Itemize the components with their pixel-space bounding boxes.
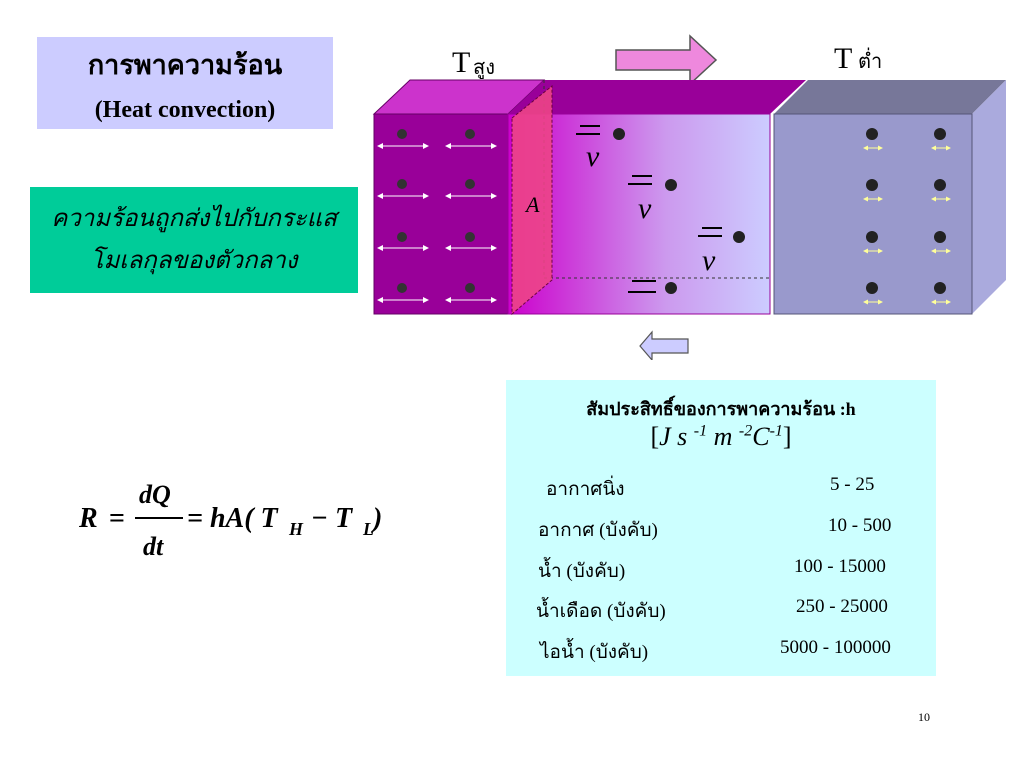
hot-molecule: [377, 129, 429, 149]
title-thai: การพาความร้อน: [87, 50, 283, 80]
velocity-symbol: v: [638, 192, 652, 225]
hot-molecules: [377, 129, 497, 303]
table-row: น้ำ (บังคับ) 100 - 15000: [506, 556, 936, 586]
area-a-label: A: [524, 192, 540, 217]
hot-molecule: [445, 129, 497, 149]
row-medium: น้ำ (บังคับ): [538, 561, 626, 582]
row-range: 10 - 500: [828, 515, 892, 536]
cold-molecule: [931, 128, 951, 151]
area-a-plane: [511, 84, 553, 316]
row-medium: อากาศ (บังคับ): [538, 520, 658, 541]
unit-s-exponent: -1: [693, 422, 708, 440]
equation-numerator: dQ: [139, 480, 171, 509]
t-high-letter: T: [452, 46, 470, 79]
page-number: 10: [918, 710, 930, 724]
cold-molecule: [863, 179, 883, 202]
unit-close-bracket: ]: [782, 422, 792, 451]
table-row: น้ำเดือด (บังคับ) 250 - 25000: [506, 596, 936, 626]
table-title: สัมประสิทธิ์ของการพาความร้อน :h: [586, 399, 856, 419]
unit-c-exponent: -1: [769, 422, 783, 440]
velocity-symbol: v: [586, 140, 600, 173]
return-flow-left-arrow: [639, 330, 689, 360]
hot-molecule: [377, 283, 429, 303]
equation-lhs: R: [78, 503, 98, 534]
unit-j-s: J s: [659, 422, 694, 451]
table-row: อากาศ (บังคับ) 10 - 500: [506, 515, 936, 545]
unit-m: m: [707, 422, 739, 451]
description-line-1: ความร้อนถูกส่งไปกับกระแส: [51, 206, 337, 232]
row-medium: อากาศนิ่ง: [546, 479, 625, 500]
hot-molecule: [445, 179, 497, 199]
unit-c: C: [752, 422, 770, 451]
flowing-molecule: v: [576, 125, 625, 173]
t-high-subscript: สูง: [473, 57, 495, 80]
table-row: อากาศนิ่ง 5 - 25: [506, 474, 936, 504]
t-low-letter: T: [834, 42, 852, 75]
cold-molecule: [863, 282, 883, 305]
row-medium: น้ำเดือด (บังคับ): [536, 601, 666, 622]
hot-molecule: [445, 283, 497, 303]
hot-molecule: [445, 232, 497, 251]
t-low-subscript: ต่ำ: [858, 47, 882, 73]
hot-block-front: [373, 113, 509, 315]
convection-equation: R = dQ dt = hA( T H − T L ): [78, 480, 382, 561]
description-box: ความร้อนถูกส่งไปกับกระแส โมเลกุลของตัวกล…: [30, 187, 358, 293]
table-row: ไอน้ำ (บังคับ) 5000 - 100000: [506, 637, 936, 667]
row-range: 100 - 15000: [794, 556, 886, 577]
hot-molecule: [377, 179, 429, 199]
convection-diagram: T สูง T ต่ำ A v v: [372, 34, 1006, 360]
cold-molecule: [931, 179, 951, 202]
cold-block-top: [774, 80, 1006, 114]
unit-m-exponent: -2: [738, 422, 753, 440]
equation-subscript-h: H: [288, 519, 304, 539]
cold-molecule: [863, 128, 883, 151]
flowing-molecule: v: [628, 175, 677, 225]
row-range: 250 - 25000: [796, 596, 888, 617]
cold-molecules: [863, 128, 951, 305]
title-box: การพาความร้อน (Heat convection): [37, 37, 333, 129]
row-range: 5000 - 100000: [780, 637, 891, 658]
cold-molecule: [931, 282, 951, 305]
equation-equals: =: [109, 503, 125, 534]
row-medium: ไอน้ำ (บังคับ): [540, 642, 649, 663]
row-range: 5 - 25: [830, 474, 875, 495]
equation-subscript-l: L: [362, 519, 374, 539]
table-unit: [J s -1 m -2C-1]: [506, 422, 936, 452]
coefficient-table: สัมประสิทธิ์ของการพาความร้อน :h [J s -1 …: [506, 380, 936, 676]
equation-close: ): [370, 503, 382, 534]
velocity-symbol: v: [702, 244, 716, 277]
middle-block-top: [508, 80, 806, 114]
unit-open-bracket: [: [650, 422, 660, 451]
cold-block-side: [972, 80, 1006, 314]
equation-minus-t: − T: [311, 503, 354, 534]
title-english: (Heat convection): [94, 97, 276, 123]
equation-denominator: dt: [143, 532, 164, 561]
cold-molecule: [863, 231, 883, 254]
hot-molecule: [377, 232, 429, 251]
equation-rhs-prefix: = hA( T: [187, 503, 280, 534]
flowing-molecule: v: [698, 227, 745, 277]
cold-molecule: [931, 231, 951, 254]
flowing-molecule: [628, 280, 677, 294]
description-line-2: โมเลกุลของตัวกลาง: [90, 248, 298, 274]
heat-flow-right-arrow: [615, 34, 718, 86]
